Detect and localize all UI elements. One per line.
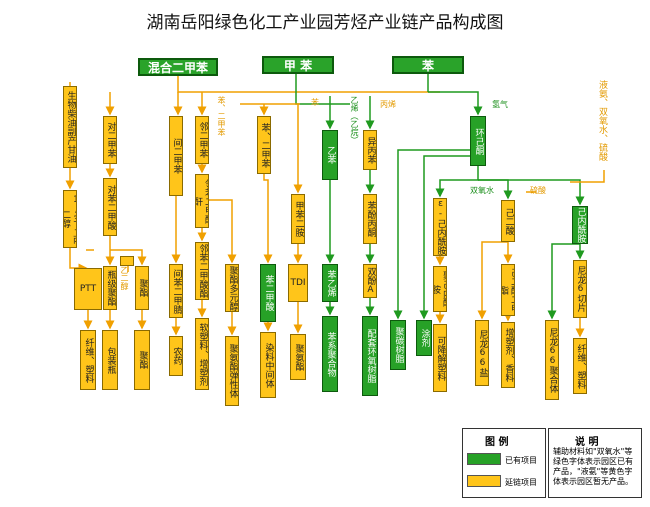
- legend: 图 例 已有项目 延链项目: [462, 428, 546, 498]
- h2o2-label: 双氧水: [470, 186, 494, 195]
- sulfuric-label: 硫酸: [530, 186, 546, 195]
- fiber-plastic-node-1: 纤维、塑料: [80, 330, 96, 390]
- terephthalic-acid-node: 对苯二甲酸: [103, 178, 117, 236]
- polycarbonate-node: 聚碳树脂: [390, 320, 406, 370]
- polyurethane-node: 聚氨酯: [290, 334, 306, 380]
- hydrogen-label: 氢气: [492, 100, 508, 109]
- dimethyl-adipate-node: 己二酸二甲酯: [501, 264, 515, 316]
- dye-intermediate-node: 染料中间体: [260, 332, 276, 398]
- isophthalonitrile-node: 间苯二甲腈: [169, 264, 183, 318]
- pu-elastomer-node: 聚氨酯弹性体: [225, 336, 239, 406]
- fiber-plastic-node-3: 纤维、塑料: [573, 338, 587, 394]
- propanediol-node: 1,3-丙二醇: [63, 190, 77, 248]
- phthalic-anhydride-node: 邻苯二甲酸酐: [195, 174, 209, 228]
- polycaprolactam-node: 聚己内酰胺: [433, 266, 447, 312]
- ethylbenzene-node: 乙苯: [322, 130, 338, 180]
- benzene-node: 苯: [392, 56, 464, 74]
- benzene-feed-label: 苯: [311, 98, 319, 107]
- glycerin-node: 生物柴油副产甘油: [63, 86, 77, 168]
- coating-node: 涂剂: [416, 320, 432, 356]
- propylene-label: 丙烯: [380, 100, 396, 109]
- styrenics-node: 苯系聚合物: [322, 316, 338, 392]
- toluenediamine-node: 甲苯二胺: [291, 194, 305, 244]
- caprolactam-node: ε-己内酰胺: [433, 198, 447, 256]
- page-title: 湖南岳阳绿色化工产业园芳烃产业链产品构成图: [146, 13, 504, 33]
- aux-materials-label: 液氨、双氧水、硫酸: [597, 80, 607, 161]
- epoxy-resin-node: 配套环氧树脂: [362, 316, 378, 396]
- degradable-plastic-node: 可降解塑料: [433, 324, 447, 392]
- para-xylene-node: 对二甲苯: [103, 116, 117, 164]
- legend-existing-swatch: [467, 453, 501, 465]
- ptt-node: PTT: [74, 268, 102, 310]
- caprolactam-green-node: 己内酰胺: [572, 206, 588, 244]
- bottle-polyester-node: 瓶级聚酯: [103, 266, 117, 310]
- ortho-xylene-node: 邻二甲苯: [195, 116, 209, 164]
- nylon66-compound-node: 尼龙66聚合体: [545, 320, 559, 400]
- notes-title: 说 明: [575, 437, 599, 448]
- adipic-acid-node: 己二酸: [501, 200, 515, 242]
- polyester-node: 聚酯: [135, 266, 149, 310]
- notes-box: 说 明 辅助材料如"双氧水"等绿色字体表示园区已有产品，"液氨"等黄色字体表示园…: [548, 428, 642, 498]
- pesticide-node: 农药: [169, 336, 183, 376]
- phenol-acetone-node: 苯酚丙酮: [363, 194, 377, 244]
- nylon6-chip-node: 尼龙6切片: [573, 260, 587, 318]
- tdi-node: TDI: [288, 264, 308, 302]
- polyester-polyol-node: 聚酯多元醇: [225, 264, 239, 312]
- ethylene-glycol-link: [120, 256, 134, 266]
- soft-plastic-plasticizer-node: 软塑料、增塑剂: [195, 318, 209, 390]
- meta-xylene-node: 间二甲苯: [169, 116, 183, 196]
- toluene-node: 甲 苯: [262, 56, 334, 74]
- legend-title: 图 例: [485, 437, 509, 448]
- legend-extended-swatch: [467, 475, 501, 487]
- cumene-node: 异丙苯: [363, 130, 377, 170]
- legend-existing-label: 已有项目: [505, 456, 537, 465]
- benzoic-acid-node: 苯二甲酸: [260, 264, 276, 322]
- mixed-xylene-side-label: 苯、二甲苯: [217, 96, 226, 136]
- styrene-node: 苯乙烯: [322, 264, 338, 302]
- cyclohexanone-node: 环己酮: [470, 116, 486, 166]
- packaging-bottle-node: 包装瓶: [102, 330, 118, 390]
- ethylene-label: 乙烯（乙烷）: [350, 96, 359, 144]
- ethylene-glycol-label: 乙二醇: [120, 266, 129, 290]
- notes-text: 辅助材料如"双氧水"等绿色字体表示园区已有产品，"液氨"等黄色字体表示园区暂无产…: [553, 447, 633, 486]
- plasticizer-flavor-node: 增塑剂、香料: [501, 322, 515, 388]
- nylon66-salt-node: 尼龙66盐: [475, 320, 489, 386]
- mixed-xylene-node: 混合二甲苯: [138, 58, 218, 76]
- legend-extended-label: 延链项目: [505, 478, 537, 487]
- phthalate-node: 邻苯二甲酸酯: [195, 242, 209, 300]
- bisphenol-a-node: 双酚A: [363, 264, 377, 298]
- fiber-plastic-node-2: 聚酯: [134, 330, 150, 390]
- benzene-xylene-node: 苯、二甲苯: [257, 116, 271, 174]
